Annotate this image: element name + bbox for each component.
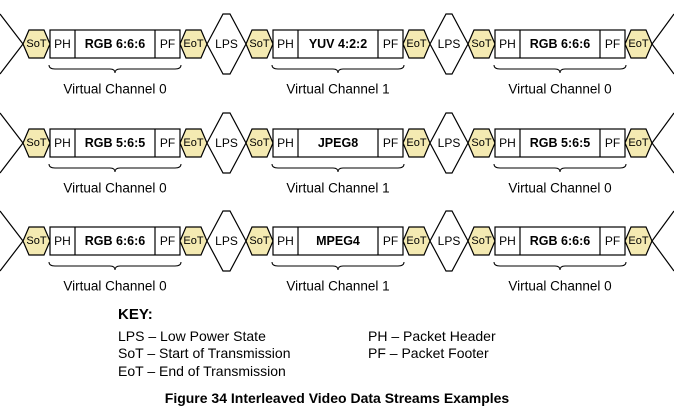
- sot-label: SoT: [249, 235, 269, 247]
- sot-label: SoT: [26, 38, 46, 50]
- channel-label: Virtual Channel 0: [63, 181, 166, 196]
- sot-label: SoT: [471, 38, 491, 50]
- channel-brace: [271, 64, 405, 74]
- packet-body: [494, 128, 626, 158]
- payload-label: MPEG4: [316, 234, 360, 248]
- key-item-ph: PH – Packet Header: [368, 328, 496, 344]
- channel-brace: [48, 261, 182, 271]
- packet-body: [494, 226, 626, 256]
- eot-label: EoT: [628, 235, 648, 247]
- key-item-pf: PF – Packet Footer: [368, 345, 489, 361]
- eot-label: EoT: [406, 38, 426, 50]
- channel-brace: [271, 261, 405, 271]
- pf-label: PF: [605, 136, 620, 150]
- channel-brace: [493, 163, 627, 173]
- pf-label: PF: [605, 37, 620, 51]
- lead-out-line: [651, 112, 674, 174]
- ph-label: PH: [499, 37, 516, 51]
- key-item-lps: LPS – Low Power State: [118, 328, 266, 344]
- lead-in-line: [0, 13, 24, 75]
- eot-label: EoT: [183, 235, 203, 247]
- eot-label: EoT: [183, 137, 203, 149]
- packet-body: [49, 128, 181, 158]
- channel-label: Virtual Channel 0: [508, 181, 611, 196]
- eot-label: EoT: [628, 38, 648, 50]
- eot-label: EoT: [628, 137, 648, 149]
- channel-label: Virtual Channel 0: [63, 82, 166, 97]
- lps-label: LPS: [438, 37, 461, 51]
- ph-label: PH: [54, 37, 71, 51]
- payload-label: YUV 4:2:2: [309, 37, 367, 51]
- lps-label: LPS: [215, 37, 238, 51]
- packet-body: [49, 226, 181, 256]
- channel-label: Virtual Channel 0: [63, 279, 166, 294]
- channel-brace: [493, 64, 627, 74]
- packet-body: [272, 29, 404, 59]
- lead-in-line: [0, 112, 24, 174]
- ph-label: PH: [277, 136, 294, 150]
- pf-label: PF: [383, 136, 398, 150]
- packet-body: [272, 226, 404, 256]
- channel-label: Virtual Channel 0: [508, 279, 611, 294]
- channel-label: Virtual Channel 1: [286, 181, 389, 196]
- key-item-eot: EoT – End of Transmission: [118, 363, 286, 379]
- ph-label: PH: [277, 234, 294, 248]
- pf-label: PF: [383, 234, 398, 248]
- channel-brace: [493, 261, 627, 271]
- key-title: KEY:: [118, 306, 153, 323]
- lead-out-line: [651, 210, 674, 272]
- ph-label: PH: [499, 234, 516, 248]
- sot-label: SoT: [26, 137, 46, 149]
- lead-in-line: [0, 210, 24, 272]
- channel-brace: [48, 64, 182, 74]
- channel-label: Virtual Channel 1: [286, 82, 389, 97]
- lps-label: LPS: [438, 136, 461, 150]
- channel-label: Virtual Channel 1: [286, 279, 389, 294]
- pf-label: PF: [160, 234, 175, 248]
- payload-label: RGB 6:6:6: [85, 37, 145, 51]
- channel-label: Virtual Channel 0: [508, 82, 611, 97]
- payload-label: RGB 6:6:6: [530, 234, 590, 248]
- lead-out-line: [651, 13, 674, 75]
- payload-label: RGB 6:6:6: [530, 37, 590, 51]
- lps-label: LPS: [215, 234, 238, 248]
- payload-label: RGB 5:6:5: [85, 136, 145, 150]
- pf-label: PF: [160, 136, 175, 150]
- sot-label: SoT: [26, 235, 46, 247]
- sot-label: SoT: [471, 235, 491, 247]
- eot-label: EoT: [406, 235, 426, 247]
- pf-label: PF: [383, 37, 398, 51]
- ph-label: PH: [54, 136, 71, 150]
- eot-label: EoT: [183, 38, 203, 50]
- pf-label: PF: [160, 37, 175, 51]
- channel-brace: [48, 163, 182, 173]
- payload-label: JPEG8: [318, 136, 358, 150]
- lps-label: LPS: [215, 136, 238, 150]
- ph-label: PH: [499, 136, 516, 150]
- ph-label: PH: [54, 234, 71, 248]
- sot-label: SoT: [249, 137, 269, 149]
- figure-caption: Figure 34 Interleaved Video Data Streams…: [164, 390, 510, 406]
- key-item-sot: SoT – Start of Transmission: [118, 345, 291, 361]
- sot-label: SoT: [249, 38, 269, 50]
- ph-label: PH: [277, 37, 294, 51]
- pf-label: PF: [605, 234, 620, 248]
- sot-label: SoT: [471, 137, 491, 149]
- lps-label: LPS: [438, 234, 461, 248]
- eot-label: EoT: [406, 137, 426, 149]
- channel-brace: [271, 163, 405, 173]
- payload-label: RGB 6:6:6: [85, 234, 145, 248]
- packet-body: [272, 128, 404, 158]
- payload-label: RGB 5:6:5: [530, 136, 590, 150]
